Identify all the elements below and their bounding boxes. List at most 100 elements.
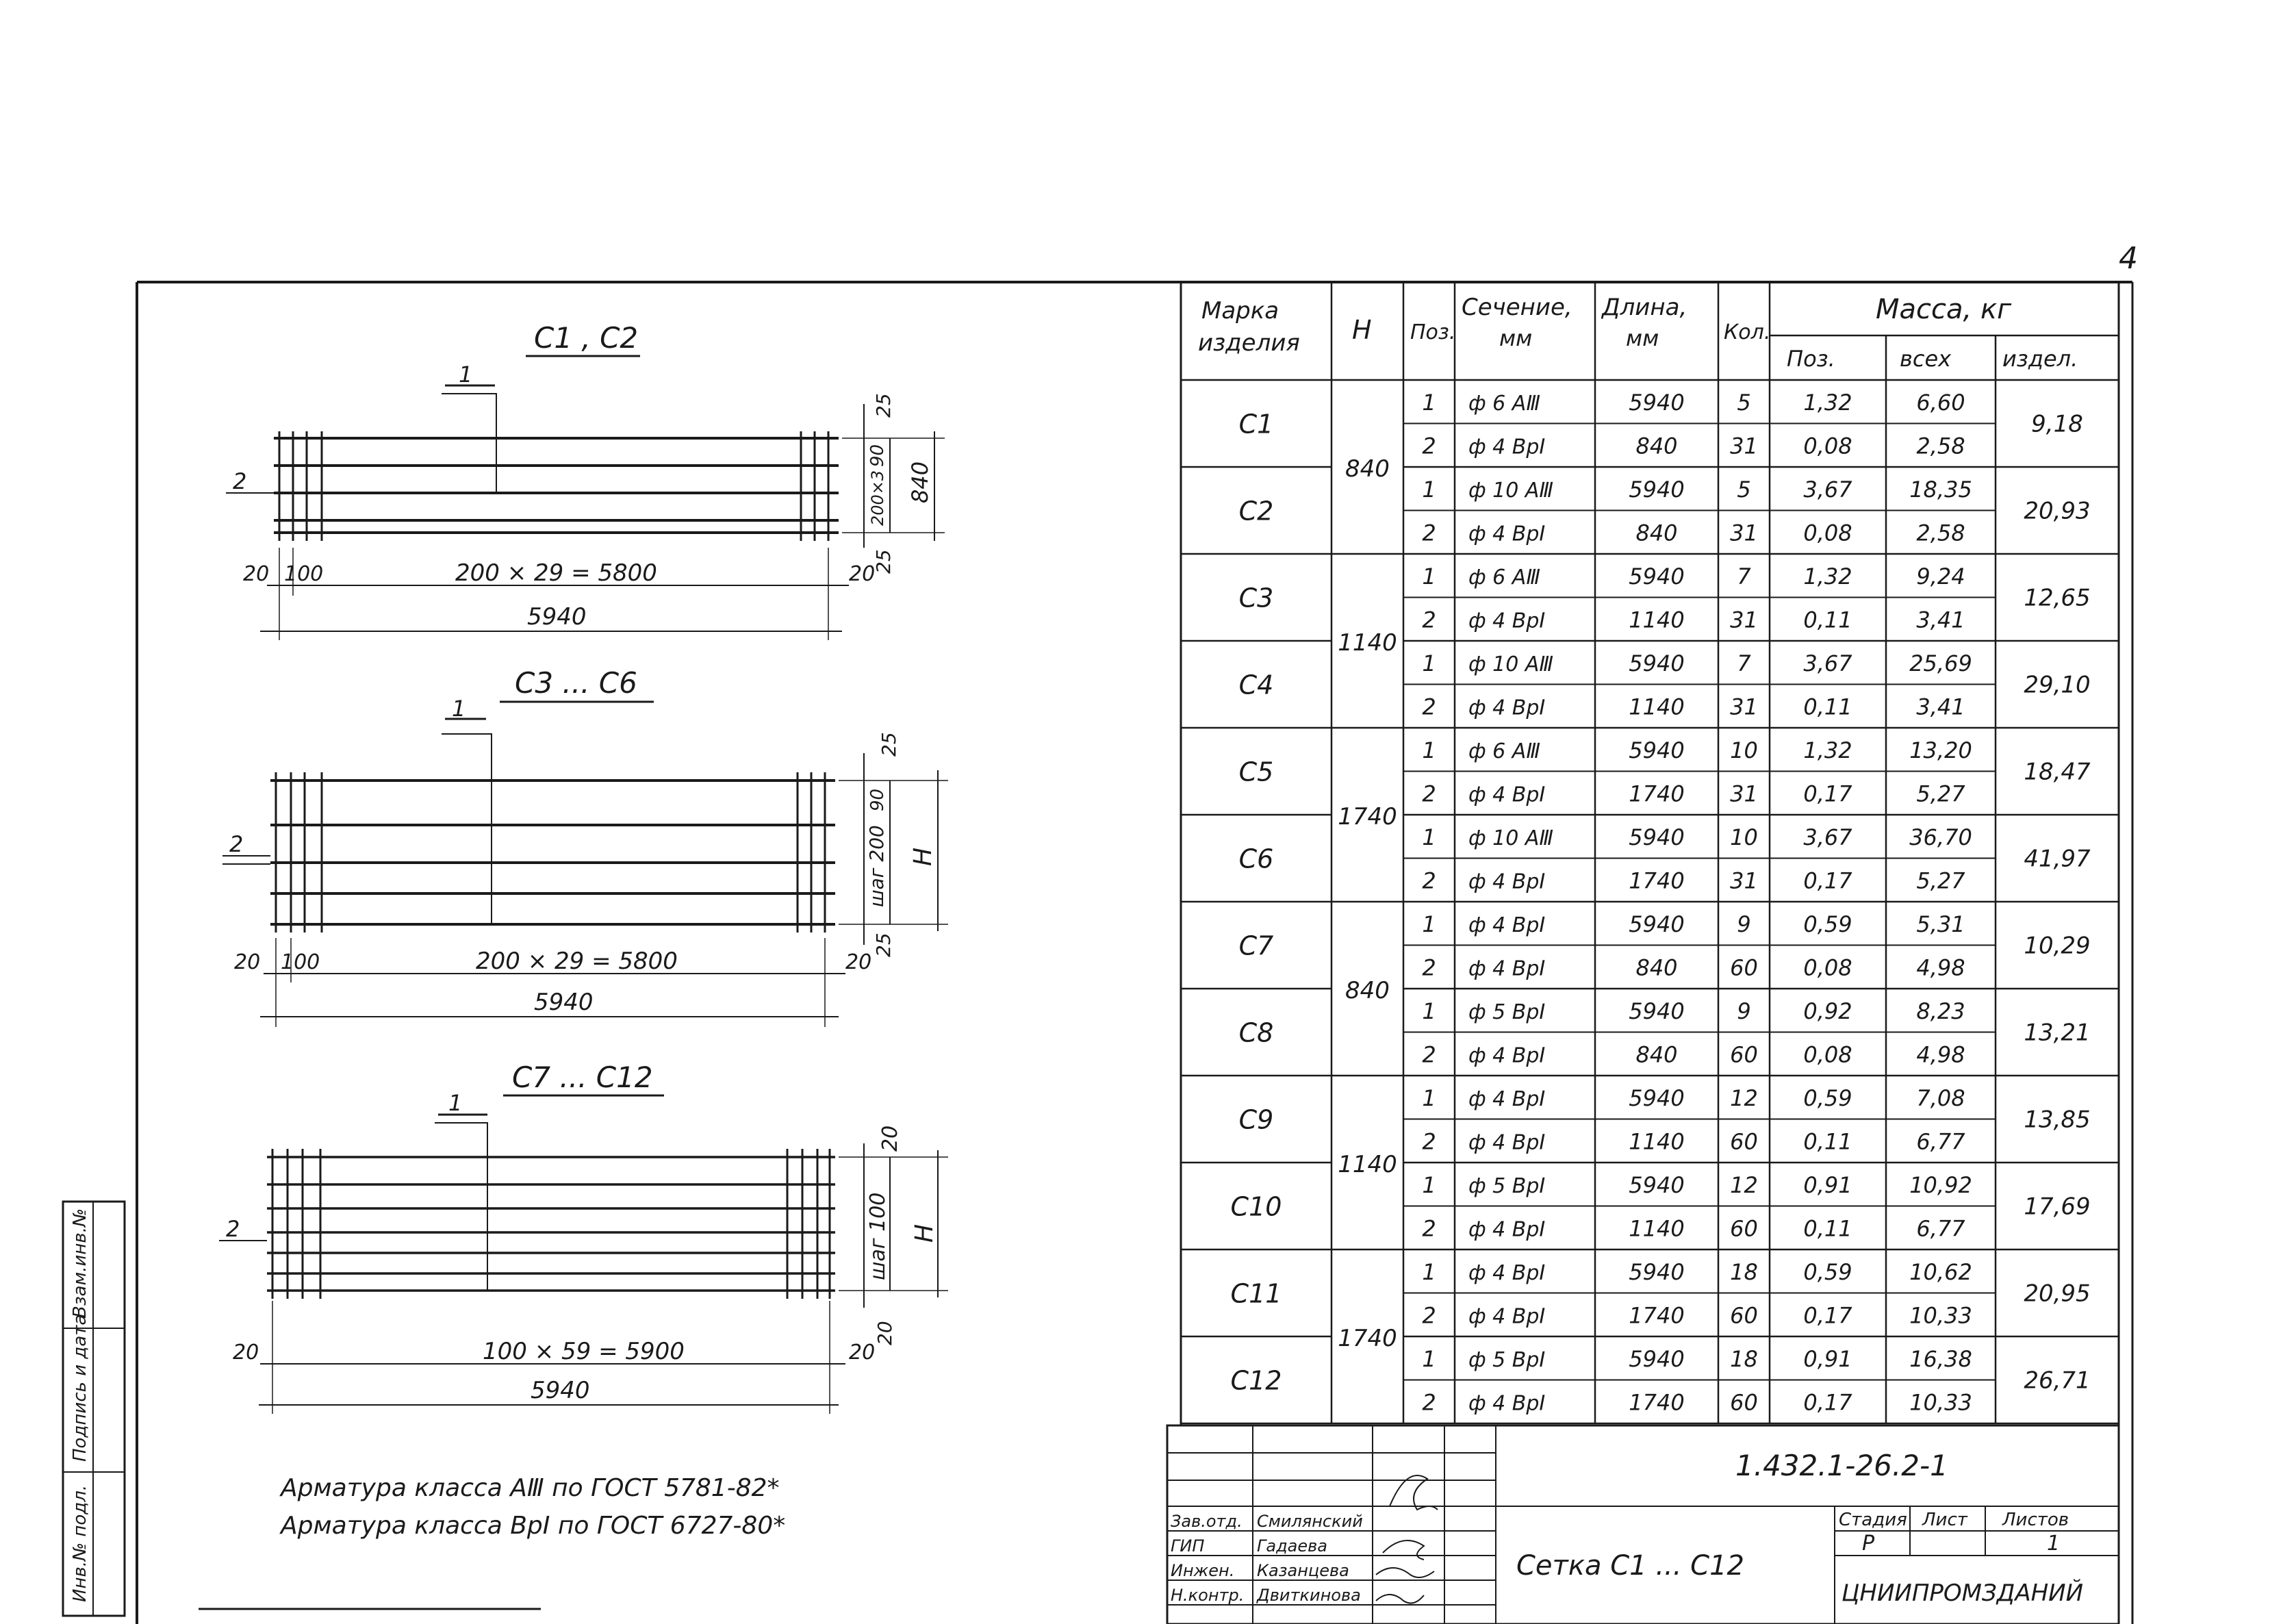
header-section-1: Сечение, <box>1462 294 1572 321</box>
cell-section: ф 4 ВрⅠ <box>1468 870 1545 893</box>
cell-pos: 1 <box>1422 1346 1436 1372</box>
cell-mass-all: 5,27 <box>1916 781 1965 807</box>
cell-qty: 31 <box>1730 520 1758 546</box>
side-stamp-signature: Подпись и дата <box>70 1315 90 1462</box>
cell-section: ф 5 ВрⅠ <box>1468 1348 1545 1372</box>
cell-pos: 1 <box>1422 1085 1436 1111</box>
cell-section: ф 4 ВрⅠ <box>1468 783 1545 807</box>
cell-pos: 1 <box>1422 998 1436 1024</box>
cell-section: ф 4 ВрⅠ <box>1468 956 1545 980</box>
cell-pos: 2 <box>1422 954 1436 980</box>
sheet-label: Лист <box>1922 1510 1968 1530</box>
cell-mass-pos: 0,17 <box>1803 781 1852 807</box>
dim-span: 100 × 59 = 5900 <box>483 1338 685 1365</box>
cell-pos: 1 <box>1422 1259 1436 1285</box>
dim-25-bottom: 25 <box>872 932 895 957</box>
cell-pos: 2 <box>1422 781 1436 807</box>
cell-pos: 2 <box>1422 607 1436 633</box>
cell-qty: 60 <box>1730 1128 1758 1154</box>
header-pos: Поз. <box>1410 320 1455 344</box>
cell-section: ф 10 АⅢ <box>1468 826 1553 850</box>
cell-mass-all: 6,77 <box>1916 1215 1965 1241</box>
cell-mass-all: 10,33 <box>1909 1389 1972 1415</box>
dim-25-top: 25 <box>878 732 900 757</box>
dim-right-20: 20 <box>849 1341 875 1365</box>
cell-qty: 31 <box>1730 607 1758 633</box>
cell-item-mass: 10,29 <box>2024 932 2090 960</box>
cell-length: 1740 <box>1629 867 1684 893</box>
cell-pos: 2 <box>1422 1215 1436 1241</box>
cell-length: 5940 <box>1629 911 1684 937</box>
dim-total: 5940 <box>531 1377 590 1404</box>
cell-mass-all: 9,24 <box>1916 563 1965 589</box>
dim-25-top: 25 <box>872 393 895 418</box>
doc-code: 1.432.1-26.2-1 <box>1735 1449 1948 1482</box>
cell-mark: С4 <box>1239 670 1274 700</box>
cell-length: 5940 <box>1629 1085 1684 1111</box>
side-stamp-replace: Взам.инв.№ <box>70 1208 90 1318</box>
signature-marks <box>1375 1475 1438 1604</box>
cell-length: 1140 <box>1629 1215 1684 1241</box>
cell-mass-all: 16,38 <box>1909 1346 1972 1372</box>
header-section-2: мм <box>1499 325 1532 351</box>
cell-mass-pos: 0,59 <box>1803 1085 1852 1111</box>
cell-pos: 1 <box>1422 824 1436 850</box>
cell-section: ф 6 АⅢ <box>1468 566 1540 589</box>
cell-qty: 9 <box>1737 911 1750 937</box>
cell-mass-pos: 1,32 <box>1803 390 1852 416</box>
cell-length: 840 <box>1635 433 1677 459</box>
cell-length: 1740 <box>1629 1302 1684 1328</box>
cell-mass-pos: 0,08 <box>1803 954 1852 980</box>
cell-section: ф 4 ВрⅠ <box>1468 913 1545 937</box>
cell-pos: 2 <box>1422 1302 1436 1328</box>
drawing-c3-c6: С3 ... С6 1 2 25 90 шаг 20 <box>222 666 948 1027</box>
cell-item-mass: 41,97 <box>2024 846 2091 873</box>
cell-item-mass: 13,85 <box>2024 1106 2090 1134</box>
cell-section: ф 4 ВрⅠ <box>1468 435 1545 459</box>
person-name: Казанцева <box>1257 1561 1349 1580</box>
cell-mass-all: 36,70 <box>1909 824 1972 850</box>
cell-pos: 1 <box>1422 650 1436 676</box>
cell-qty: 60 <box>1730 1302 1758 1328</box>
cell-qty: 5 <box>1737 390 1750 416</box>
marker-2: 2 <box>229 831 243 857</box>
cell-mass-all: 8,23 <box>1916 998 1965 1024</box>
cell-mass-all: 18,35 <box>1909 477 1972 503</box>
marker-1: 1 <box>448 1090 462 1116</box>
dim-total: 5940 <box>534 989 594 1016</box>
cell-section: ф 4 ВрⅠ <box>1468 1261 1545 1285</box>
specification-table: Марка изделия Н Поз. Сечение, мм Длина, … <box>1180 281 2120 1427</box>
person-role: Зав.отд. <box>1171 1512 1243 1531</box>
cell-pos: 2 <box>1422 433 1436 459</box>
cell-mass-all: 7,08 <box>1916 1085 1965 1111</box>
cell-h: 1740 <box>1338 803 1397 830</box>
header-h: Н <box>1352 315 1372 345</box>
cell-length: 840 <box>1635 1041 1677 1067</box>
cell-mark: С1 <box>1239 409 1274 440</box>
header-mass-pos: Поз. <box>1787 346 1835 372</box>
note-armature-a3: Арматура класса АⅢ по ГОСТ 5781-82* <box>279 1474 780 1502</box>
cell-section: ф 4 ВрⅠ <box>1468 1391 1545 1415</box>
person-role: Н.контр. <box>1171 1586 1244 1605</box>
note-armature-bp1: Арматура класса ВрⅠ по ГОСТ 6727-80* <box>279 1512 785 1540</box>
cell-qty: 31 <box>1730 694 1758 720</box>
dim-right-20: 20 <box>849 562 875 586</box>
cell-length: 840 <box>1635 954 1677 980</box>
cell-section: ф 6 АⅢ <box>1468 392 1540 416</box>
cell-qty: 60 <box>1730 1389 1758 1415</box>
cell-section: ф 5 ВрⅠ <box>1468 1174 1545 1198</box>
cell-mass-pos: 3,67 <box>1803 477 1852 503</box>
person-name: Смилянский <box>1257 1512 1363 1531</box>
cell-section: ф 4 ВрⅠ <box>1468 1304 1545 1328</box>
cell-qty: 18 <box>1730 1346 1758 1372</box>
cell-qty: 60 <box>1730 1215 1758 1241</box>
cell-mass-pos: 0,11 <box>1803 1128 1852 1154</box>
cell-section: ф 4 ВрⅠ <box>1468 1217 1545 1241</box>
cell-mass-pos: 0,17 <box>1803 1302 1852 1328</box>
cell-h: 1740 <box>1338 1325 1397 1352</box>
dim-height: 840 <box>907 461 933 503</box>
dim-200x3: 200×3 <box>868 470 887 526</box>
cell-length: 840 <box>1635 520 1677 546</box>
header-mark-2: изделия <box>1198 329 1300 357</box>
cell-section: ф 4 ВрⅠ <box>1468 1130 1545 1154</box>
